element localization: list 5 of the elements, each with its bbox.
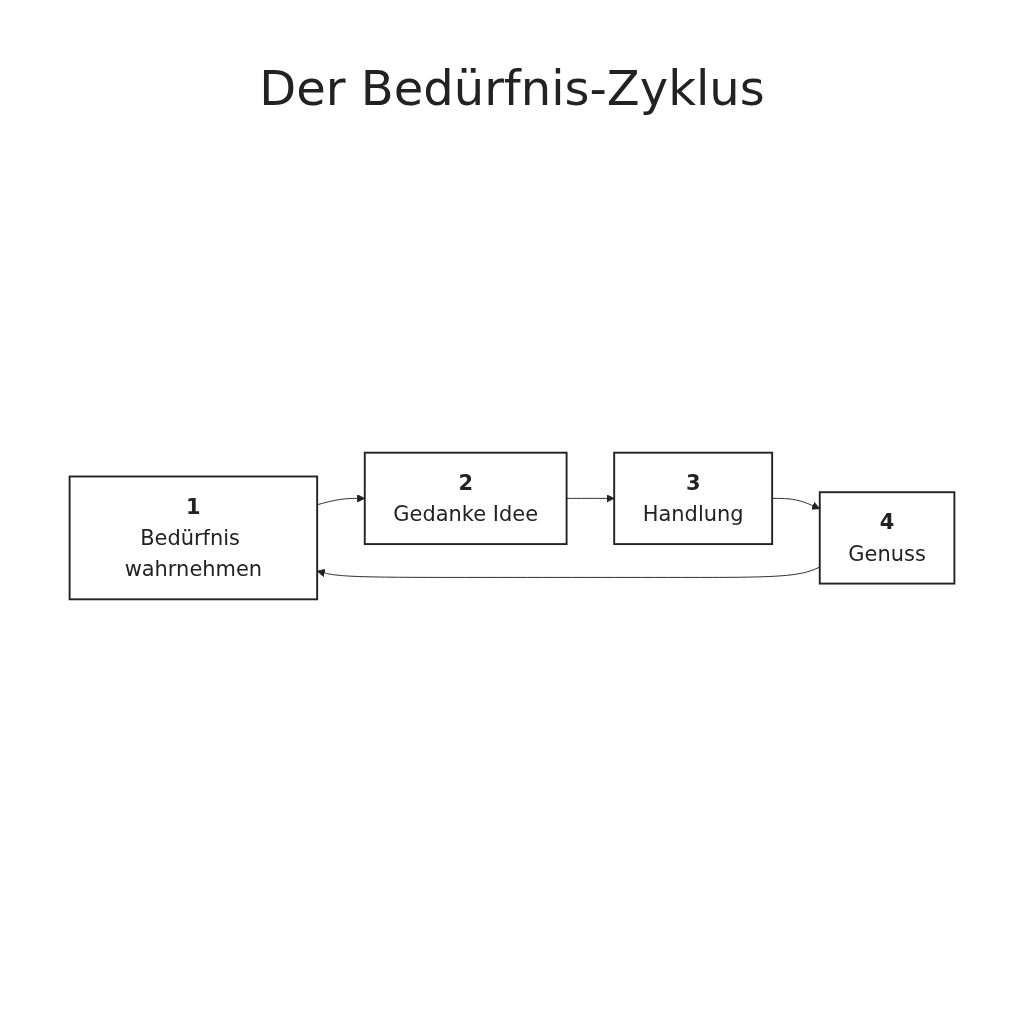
- node-box: 2 Gedanke Idee: [363, 451, 568, 546]
- node-box: 3 Handlung: [613, 451, 774, 546]
- node-box: 1 Bedürfnis wahrnehmen: [68, 475, 319, 601]
- node-box: 4 Genuss: [818, 491, 956, 585]
- diagram-title: Der Bedürfnis-Zyklus: [258, 60, 766, 116]
